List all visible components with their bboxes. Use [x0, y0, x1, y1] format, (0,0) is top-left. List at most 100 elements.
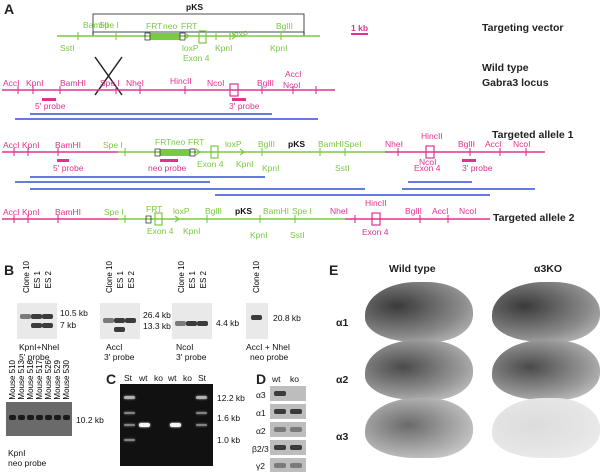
c-lane-3: ko [154, 373, 163, 383]
vector-ssti-label: SstI [60, 43, 75, 53]
row-title-wild-type: Wild type [482, 62, 529, 74]
panel-label-a: A [4, 1, 15, 17]
b3-lane-1: Clone 10 [177, 261, 186, 294]
d-col-ko: ko [290, 374, 299, 384]
t2-acci2-label: AccI [432, 206, 449, 216]
b1-lane-3: ES 2 [44, 271, 53, 289]
wt-5probe-label: 5' probe [35, 101, 66, 111]
row-title-targeted-allele-2: Targeted allele 2 [493, 212, 575, 224]
western-a2 [270, 422, 306, 437]
t2-bglii2-label: BglII [405, 206, 423, 216]
vector-spei-label: Spe I [99, 20, 119, 30]
e-col-a3ko: α3KO [534, 263, 563, 275]
mouse-caption-2: neo probe [8, 458, 47, 468]
b1-lane-1: Clone 10 [22, 261, 31, 294]
b2-caption-1: AccI [106, 342, 123, 352]
targeted-allele-2-map [2, 212, 490, 226]
western-a1 [270, 404, 306, 419]
c-size-2: 1.6 kb [217, 413, 241, 423]
brain-wt-a2 [365, 340, 473, 400]
wt-hincii-label: HincII [170, 76, 192, 86]
blot-1 [17, 303, 57, 339]
vector-frt1-label: FRT [146, 21, 163, 31]
t2-loxp-label: loxP [173, 206, 190, 216]
b2-lane-1: Clone 10 [105, 261, 114, 294]
t2-spei-label: Spe I [104, 207, 124, 217]
b2-size-1: 26.4 kb [143, 310, 171, 320]
c-lane-6: St [198, 373, 207, 383]
wt-nhei-label: NheI [126, 78, 144, 88]
c-size-1: 12.2 kb [217, 393, 245, 403]
t1-bglii2-label: BglII [458, 139, 476, 149]
c-lane-1: St [124, 373, 133, 383]
e-row-a2: α2 [336, 374, 349, 386]
vector-neo-label: neo [163, 21, 178, 31]
wt-3probe-label: 3' probe [229, 101, 260, 111]
t1-kpni3-label: KpnI [262, 163, 280, 173]
vector-frt2-label: FRT [181, 21, 198, 31]
b4-size-1: 20.8 kb [273, 313, 301, 323]
e-row-a3: α3 [336, 431, 349, 443]
panel-label-d: D [256, 371, 267, 387]
t1-3probe-label: 3' probe [462, 163, 493, 173]
e-row-a1: α1 [336, 317, 349, 329]
brain-ko-a3 [492, 398, 600, 458]
t1-acci-label: AccI [3, 140, 20, 150]
mouse-lane-2: Mouse 513 [17, 360, 26, 400]
t2-kpni2-label: KpnI [183, 226, 201, 236]
b1-caption-1: KpnI+NheI [19, 342, 60, 352]
b1-size-1: 10.5 kb [60, 308, 88, 318]
t1-frt2-label: FRT [188, 137, 205, 147]
t1-spei-label: Spe I [103, 140, 123, 150]
b3-caption-2: 3' probe [176, 352, 207, 362]
b2-size-2: 13.3 kb [143, 321, 171, 331]
t2-ssti-label: SstI [290, 230, 305, 240]
t1-kpni-label: KpnI [22, 140, 40, 150]
t1-bglii-label: BglII [258, 139, 276, 149]
t1-ncoi-label: NcoI [419, 157, 437, 167]
targeting-vector-map [57, 13, 320, 96]
b1-lane-2: ES 1 [33, 271, 42, 289]
row-title-gabra3-locus: Gabra3 locus [482, 77, 549, 89]
wt-bamhi-label: BamHI [60, 78, 86, 88]
vector-exon4-label: Exon 4 [183, 53, 210, 63]
c-lane-5: ko [183, 373, 192, 383]
t2-ncoi-label: NcoI [459, 206, 477, 216]
mouse-lane-1: Mouse 510 [8, 360, 17, 400]
t1-frt1-label: FRT [155, 137, 172, 147]
b1-caption-2: 5' probe [19, 352, 50, 362]
mouse-caption-1: KpnI [8, 448, 26, 458]
mouse-lane-4: Mouse 517 [35, 360, 44, 400]
vector-loxp1-label: loxP [182, 43, 199, 53]
t1-exon4b-label: Exon 4 [414, 163, 441, 173]
blot-4 [246, 303, 268, 339]
row-title-targeting-vector: Targeting vector [482, 22, 564, 34]
d-row-a1: α1 [256, 408, 266, 418]
mouse-lane-3: Mouse 516 [26, 360, 35, 400]
t2-pks-label: pKS [235, 206, 252, 216]
wt-kpni-label: KpnI [26, 78, 44, 88]
vector-bglii-label: BglII [276, 21, 294, 31]
vector-kpni2-label: KpnI [270, 43, 288, 53]
panel-label-c: C [106, 371, 117, 387]
t1-neo-label: neo [171, 137, 186, 147]
t2-hincii-label: HincII [365, 198, 387, 208]
t1-exon4-label: Exon 4 [197, 159, 224, 169]
wt-bglii-label: BglII [257, 78, 275, 88]
blot-3 [172, 303, 212, 339]
western-a3 [270, 386, 306, 401]
t2-exon4b-label: Exon 4 [362, 227, 389, 237]
d-row-b23: β2/3 [252, 444, 269, 454]
c-lane-4: wt [168, 373, 177, 383]
vector-kpni-label: KpnI [215, 43, 233, 53]
t1-bamhispei-label: BamHISpeI [318, 139, 362, 149]
brain-wt-a3 [365, 398, 473, 458]
b1-size-2: 7 kb [60, 320, 77, 330]
t1-ncoi2-label: NcoI [513, 139, 531, 149]
t1-loxp-label: loxP [225, 139, 242, 149]
mouse-size: 10.2 kb [76, 415, 104, 425]
b3-size-1: 4.4 kb [216, 318, 240, 328]
t2-kpni3-label: KpnI [250, 230, 268, 240]
wt-ncoi2-label: NcoI [283, 80, 301, 90]
